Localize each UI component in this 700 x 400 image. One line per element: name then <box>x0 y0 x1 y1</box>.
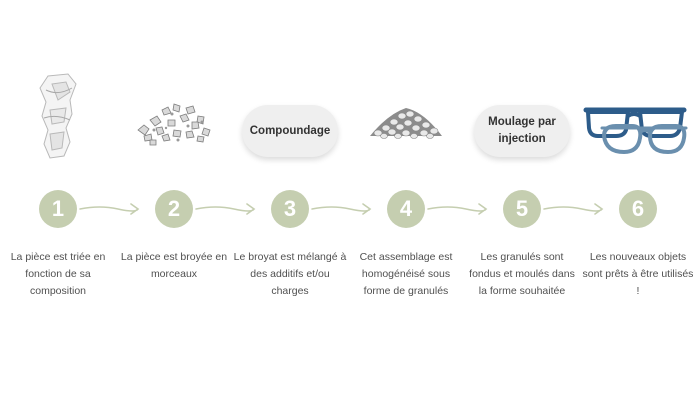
step-description: Cet assemblage est homogénéisé sous form… <box>348 249 464 300</box>
arrow-4-5 <box>426 199 490 219</box>
compoundage-label: Compoundage <box>242 105 338 157</box>
recycled-part-icon <box>0 70 116 170</box>
step-description: Les nouveaux objets sont prêts à être ut… <box>580 249 696 300</box>
pill-label-line: Moulage par <box>488 114 556 131</box>
arrow-3-4 <box>310 199 374 219</box>
step-number-badge: 2 <box>155 190 193 228</box>
step-description: Les granulés sont fondus et moulés dans … <box>464 249 580 300</box>
eyeglasses-icon <box>580 70 696 170</box>
step-description: Le broyat est mélangé à des additifs et/… <box>232 249 348 300</box>
step-number-badge: 1 <box>39 190 77 228</box>
step-number-badge: 4 <box>387 190 425 228</box>
step-number-badge: 6 <box>619 190 657 228</box>
step-description: La pièce est triée en fonction de sa com… <box>0 249 116 300</box>
granules-pile-icon <box>348 70 464 170</box>
arrow-1-2 <box>78 199 142 219</box>
crushed-pieces-icon <box>116 70 232 170</box>
step-number-badge: 3 <box>271 190 309 228</box>
arrow-2-3 <box>194 199 258 219</box>
step-number-badge: 5 <box>503 190 541 228</box>
step-description: La pièce est broyée en morceaux <box>116 249 232 283</box>
pill-label-line: injection <box>488 131 556 148</box>
injection-molding-label: Moulage par injection <box>474 105 570 157</box>
arrow-5-6 <box>542 199 606 219</box>
